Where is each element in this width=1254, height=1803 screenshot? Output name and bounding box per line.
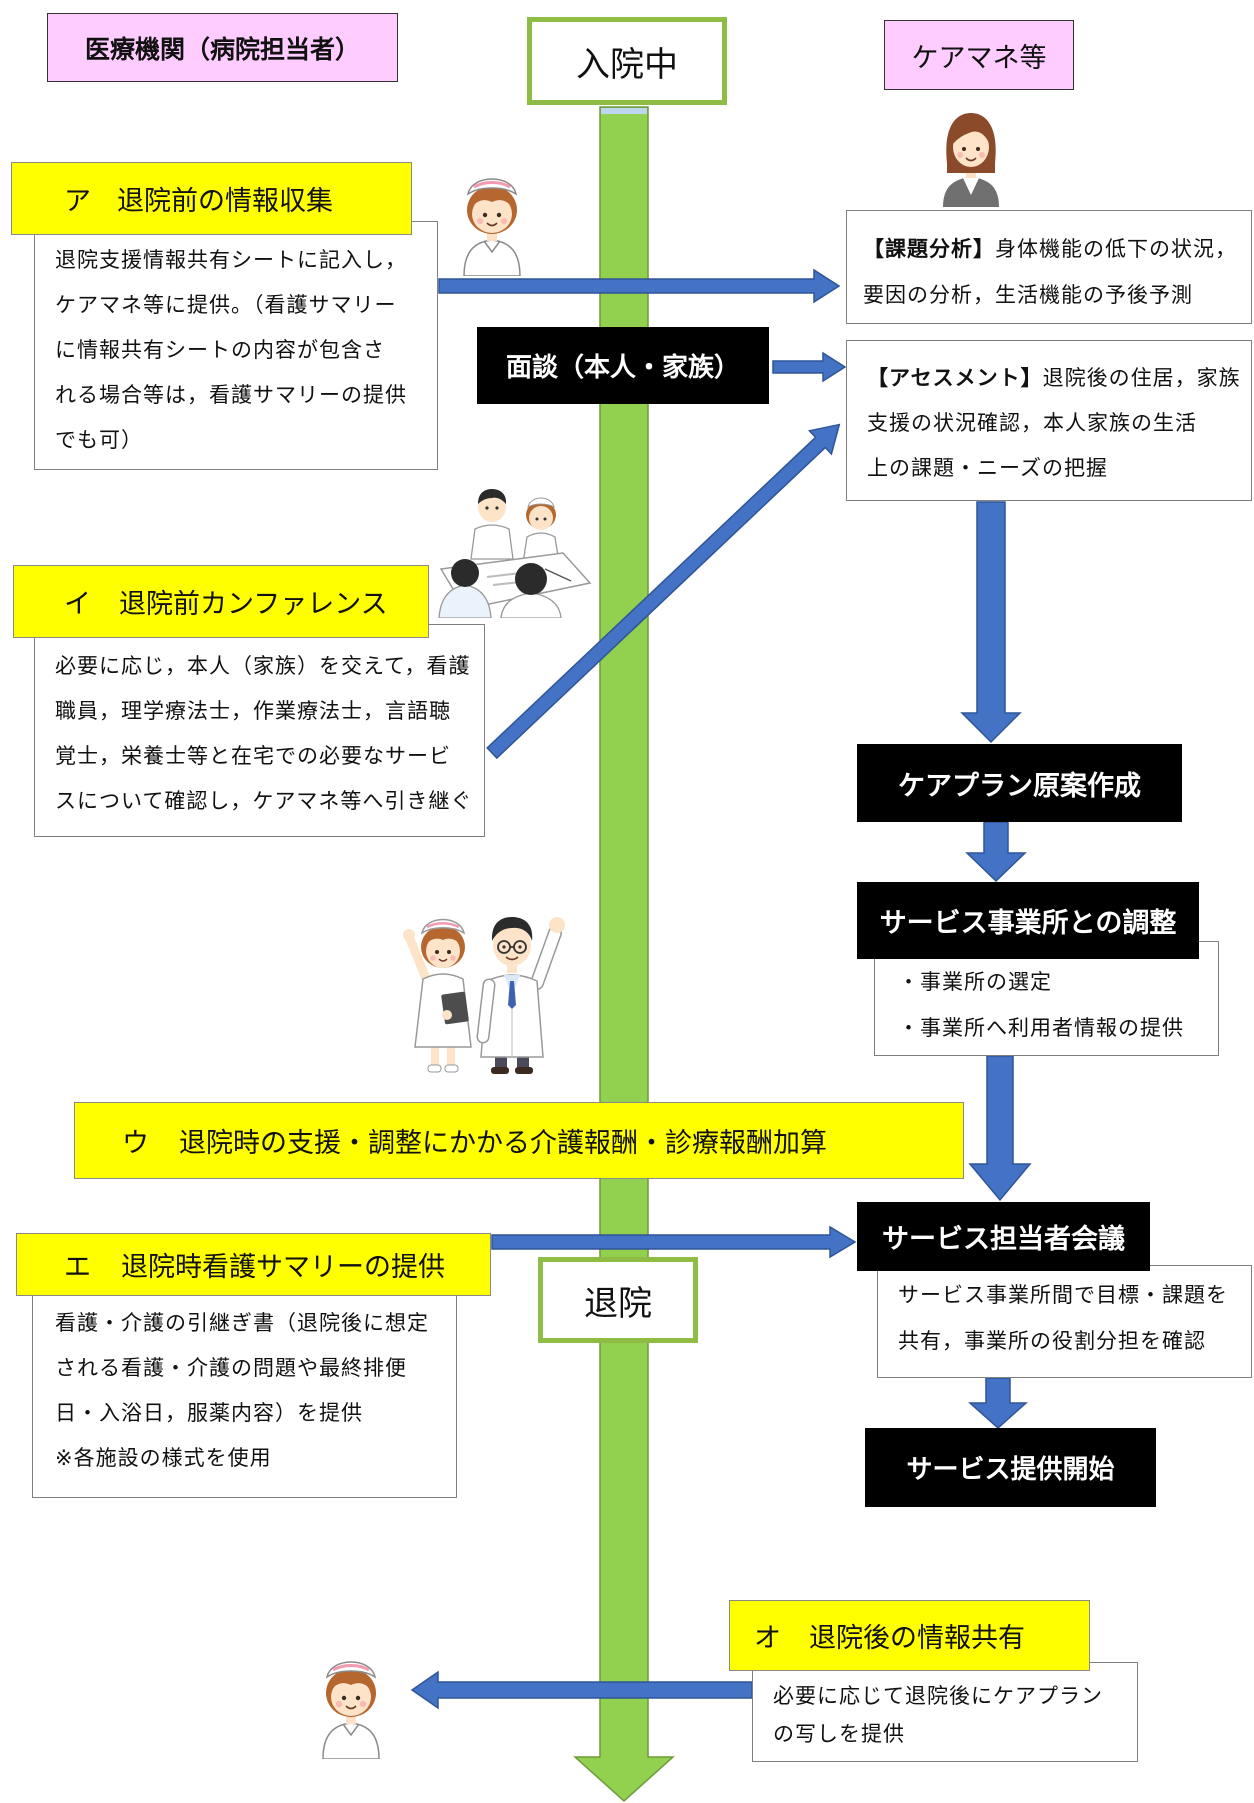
step-a-marker: ア (64, 186, 91, 217)
step-o-title: 退院後の情報共有 (809, 1623, 1025, 1654)
step-a-details: 退院支援情報共有シートに記入し， ケアマネ等に提供。（看護サマリー に情報共有シ… (34, 221, 438, 470)
step-e-header: エ 退院時看護サマリーの提供 (16, 1233, 491, 1296)
coordination-box: サービス事業所との調整 (857, 882, 1199, 959)
note-line: 支援の状況確認，本人家族の生活 (867, 411, 1197, 435)
draft-care-plan-text: ケアプラン原案作成 (898, 770, 1141, 802)
note-line: 覚士，栄養士等と在宅での必要なサービ (55, 744, 451, 768)
nurse-and-doctor-icon (403, 917, 565, 1074)
admission-label-text: 入院中 (576, 44, 678, 85)
note-line: される看護・介護の問題や最終排便 (55, 1356, 407, 1380)
draft-care-plan-box: ケアプラン原案作成 (857, 744, 1182, 822)
step-u-banner: ウ 退院時の支援・調整にかかる介護報酬・診療報酬加算 (74, 1102, 964, 1179)
note-line: ※各施設の様式を使用 (55, 1446, 272, 1470)
interview-text: 面談（本人・家族） (505, 353, 740, 383)
note-line: 看護・介護の引継ぎ書（退院後に想定 (55, 1311, 429, 1335)
interview-box: 面談（本人・家族） (477, 327, 769, 404)
assessment-box: 【アセスメント】退院後の住居，家族 支援の状況確認，本人家族の生活 上の課題・ニ… (846, 340, 1252, 501)
issue-analysis-box: 【課題分析】身体機能の低下の状況， 要因の分析，生活機能の予後予測 (846, 210, 1252, 324)
note-line: でも可） (55, 428, 143, 452)
assessment-text: 退院後の住居，家族 (1042, 366, 1241, 390)
service-start-text: サービス提供開始 (906, 1455, 1115, 1485)
service-meeting-box: サービス担当者会議 (857, 1202, 1150, 1271)
note-line: サービス事業所間で目標・課題を (898, 1283, 1228, 1307)
step-i-header: イ 退院前カンファレンス (13, 565, 429, 638)
issue-analysis-lead: 【課題分析】 (863, 237, 995, 261)
care-manager-label: ケアマネ等 (884, 20, 1074, 90)
step-e-details: 看護・介護の引継ぎ書（退院後に想定 される看護・介護の問題や最終排便 日・入浴日… (32, 1294, 457, 1498)
nurse-icon (452, 160, 532, 276)
care-manager-icon (943, 113, 999, 207)
arrow-summary-to-meeting (491, 1225, 857, 1259)
note-line: 職員，理学療法士，作業療法士，言語聴 (55, 699, 451, 723)
note-line: 要因の分析，生活機能の予後予測 (863, 283, 1193, 307)
service-start-box: サービス提供開始 (865, 1428, 1156, 1507)
admission-label: 入院中 (527, 17, 727, 105)
note-line: 日・入浴日，服薬内容）を提供 (55, 1401, 363, 1425)
step-e-title: 退院時看護サマリーの提供 (121, 1252, 445, 1283)
service-meeting-text: サービス担当者会議 (882, 1224, 1125, 1255)
assessment-lead: 【アセスメント】 (867, 366, 1043, 390)
note-line: 共有，事業所の役割分担を確認 (898, 1329, 1206, 1353)
conference-icon (438, 489, 592, 618)
note-line: に情報共有シートの内容が包含さ (55, 338, 385, 362)
step-u-title: 退院時の支援・調整にかかる介護報酬・診療報酬加算 (179, 1128, 827, 1159)
arrow-post-discharge-to-hospital (410, 1670, 753, 1710)
step-o-marker: オ (754, 1623, 781, 1654)
nurse-icon-bottom (310, 1643, 392, 1759)
discharge-label: 退院 (538, 1257, 698, 1343)
arrow-meeting-to-service-start (968, 1377, 1028, 1430)
note-line: 退院支援情報共有シートに記入し， (55, 248, 407, 272)
note-line: の写しを提供 (773, 1722, 905, 1746)
step-o-header: オ 退院後の情報共有 (729, 1600, 1090, 1671)
meeting-details: サービス事業所間で目標・課題を 共有，事業所の役割分担を確認 (877, 1265, 1252, 1378)
arrow-assessment-to-draft-plan (960, 501, 1022, 744)
arrow-coordination-to-meeting (968, 1055, 1032, 1202)
arrow-interview-to-assessment (772, 351, 847, 383)
hospital-staff-label-text: 医療機関（病院担当者） (84, 34, 360, 64)
note-line: ・事業所の選定 (898, 970, 1052, 994)
step-u-marker: ウ (122, 1128, 149, 1159)
note-line: スについて確認し，ケアマネ等へ引き継ぐ (55, 789, 473, 813)
discharge-label-text: 退院 (584, 1283, 652, 1324)
step-a-title: 退院前の情報収集 (117, 186, 333, 217)
arrow-draft-plan-to-coordination (965, 821, 1027, 883)
assessment-line: 【アセスメント】退院後の住居，家族 (867, 356, 1251, 401)
hospital-staff-label: 医療機関（病院担当者） (47, 13, 398, 82)
step-i-details: 必要に応じ，本人（家族）を交えて，看護 職員，理学療法士，作業療法士，言語聴 覚… (34, 624, 485, 837)
note-line: ・事業所へ利用者情報の提供 (898, 1016, 1184, 1040)
coordination-text: サービス事業所との調整 (879, 908, 1177, 939)
care-manager-label-text: ケアマネ等 (911, 42, 1047, 74)
step-e-marker: エ (64, 1252, 91, 1283)
step-i-marker: イ (64, 589, 91, 620)
note-line: 必要に応じて退院後にケアプラン (773, 1684, 1103, 1708)
note-line: れる場合等は，看護サマリーの提供 (55, 383, 407, 407)
note-line: ケアマネ等に提供。（看護サマリー (55, 293, 397, 317)
step-o-details: 必要に応じて退院後にケアプラン の写しを提供 (752, 1662, 1138, 1762)
issue-analysis-text: 身体機能の低下の状況， (995, 237, 1237, 261)
note-line: 上の課題・ニーズの把握 (867, 456, 1108, 480)
note-line: 必要に応じ，本人（家族）を交えて，看護 (55, 654, 471, 678)
issue-analysis-line: 【課題分析】身体機能の低下の状況， (863, 226, 1251, 272)
step-a-header: ア 退院前の情報収集 (11, 162, 412, 235)
step-i-title: 退院前カンファレンス (119, 589, 388, 620)
coordination-details: ・事業所の選定 ・事業所へ利用者情報の提供 (874, 941, 1219, 1056)
timeline-bar-cap (601, 108, 647, 114)
